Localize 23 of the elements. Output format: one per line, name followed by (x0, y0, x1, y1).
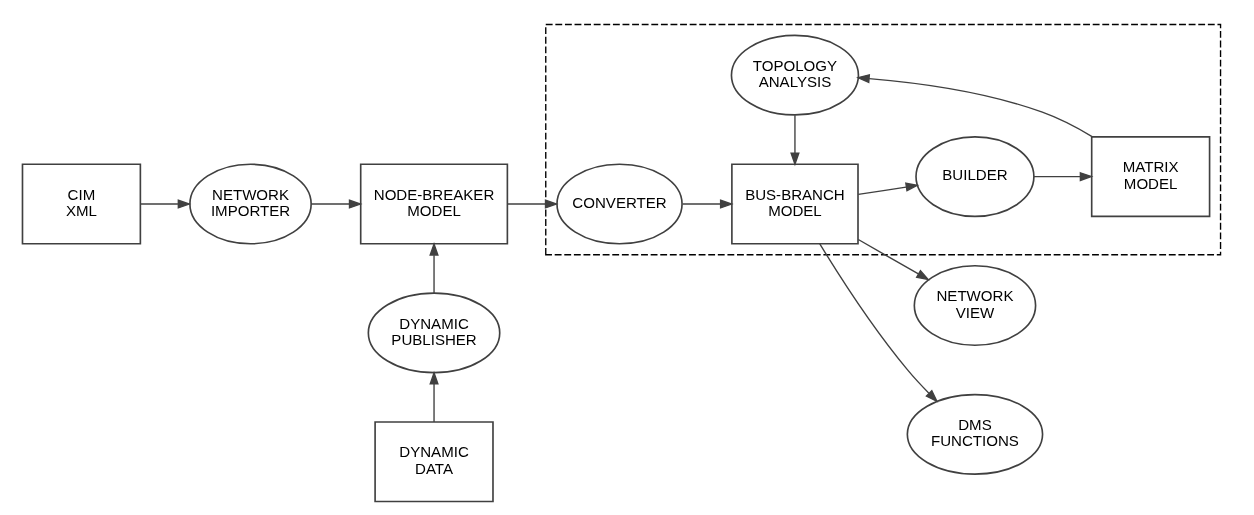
node-ellipse: DMS FUNCTIONS (906, 393, 1044, 475)
arrow (790, 114, 800, 167)
arrow (1033, 171, 1094, 182)
node-box: NODE-BREAKER MODEL (359, 163, 509, 245)
arrow (429, 242, 439, 294)
node-ellipse: CONVERTER (556, 163, 683, 245)
arrow (856, 73, 1094, 138)
node-box: CIM XML (21, 163, 142, 245)
node-ellipse: DYNAMIC PUBLISHER (367, 292, 501, 374)
arrow (857, 182, 920, 196)
node-box: BUS-BRANCH MODEL (731, 163, 859, 245)
node-box: DYNAMIC DATA (374, 421, 494, 503)
arrow (139, 199, 192, 209)
node-ellipse: BUILDER (915, 136, 1035, 218)
node-ellipse: NETWORK IMPORTER (189, 163, 312, 245)
arrow (310, 199, 363, 209)
arrow (506, 199, 559, 209)
arrow (682, 199, 734, 209)
arrow (819, 243, 939, 403)
arrow (857, 238, 930, 281)
arrow (429, 370, 439, 423)
node-ellipse: TOPOLOGY ANALYSIS (730, 34, 860, 116)
node-box: MATRIX MODEL (1090, 136, 1211, 218)
